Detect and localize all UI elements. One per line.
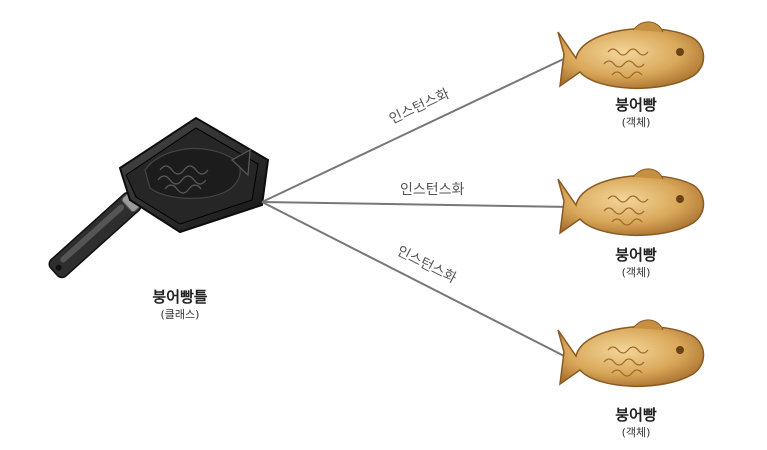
fish-bread-icon [557, 168, 705, 236]
fish-bread-icon [557, 319, 705, 387]
arrow-label-middle: 인스턴스화 [400, 182, 465, 198]
arrow-bottom [261, 201, 574, 361]
object-title-3: 붕어빵 [615, 406, 657, 424]
object-title-2: 붕어빵 [615, 246, 657, 264]
arrow-label-bottom: 인스턴스화 [394, 243, 459, 287]
class-subtitle: (클래스) [161, 308, 200, 321]
class-title: 붕어빵틀 [152, 288, 207, 306]
fish-bread-mold-pan-icon [48, 116, 270, 279]
arrow-label-top: 인스턴스화 [387, 86, 452, 128]
object-title-1: 붕어빵 [615, 96, 657, 114]
object-subtitle-2: (객체) [622, 266, 651, 279]
object-subtitle-3: (객체) [622, 426, 651, 439]
arrow-top [261, 53, 574, 203]
object-subtitle-1: (객체) [622, 116, 651, 129]
arrow-middle [261, 201, 574, 212]
fish-bread-icon [557, 21, 705, 89]
